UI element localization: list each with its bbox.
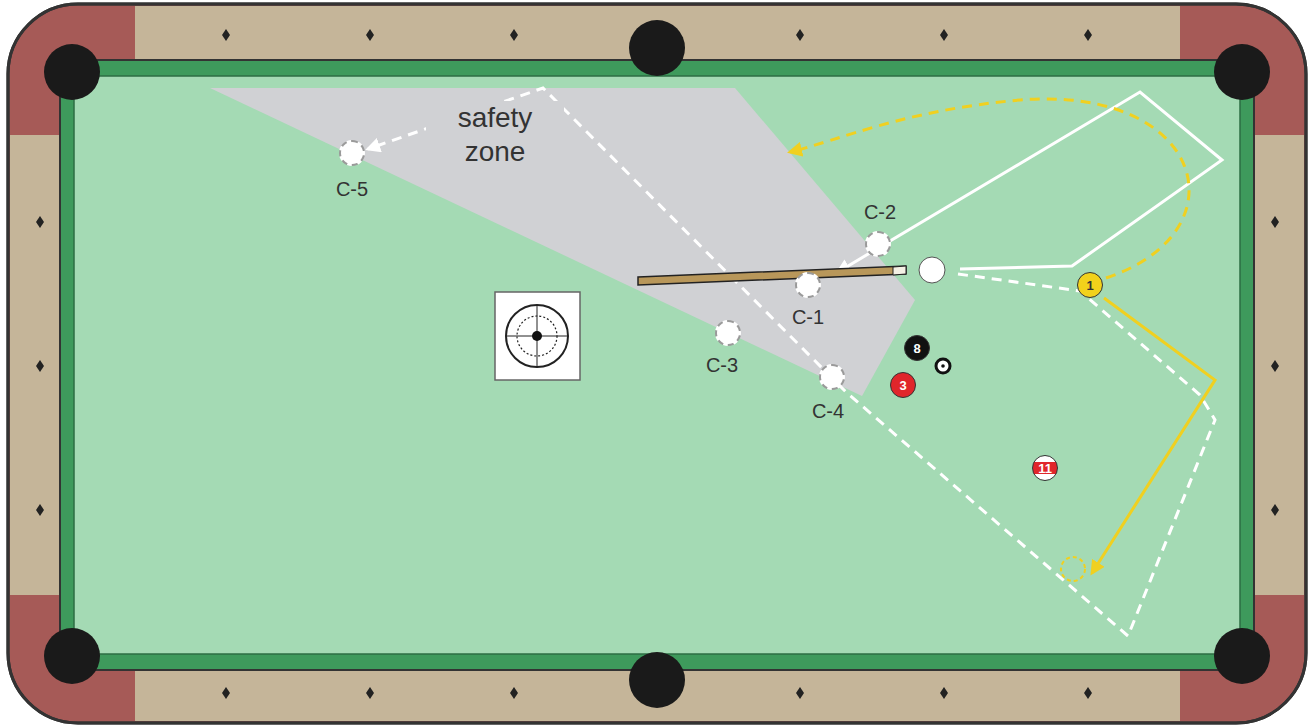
position-label: C-2 [864,202,896,222]
ball-number: 11 [1038,462,1052,475]
object-ball: 11 [1032,455,1058,481]
cushion [60,60,1254,670]
cue-tip [893,266,906,275]
object-ball: 8 [904,335,930,361]
ghost-cue-ball: C-3 [715,320,741,346]
ghost-cue-ball: C-2 [865,231,891,257]
ball-number: 3 [899,379,906,392]
position-label: C-4 [812,401,844,421]
position-label: C-1 [792,307,824,327]
cue-stick [638,266,906,285]
ball-number: 8 [913,342,920,355]
left-rail [10,135,65,595]
object-ball-path-solid [1092,298,1215,573]
contact-point-symbol [936,359,950,373]
cue-ball-path-solid [838,92,1222,272]
table-outline [8,4,1306,723]
zone-label: safety zone [426,101,564,169]
ghost-object-ball [1061,557,1085,581]
object-ball-path-dashed [790,99,1189,278]
contact-point-center [941,364,945,368]
object-ball: 1 [1077,272,1103,298]
ghost-cue-ball: C-1 [795,272,821,298]
target-icon [495,292,580,380]
right-rail [1250,135,1304,595]
table-frame [8,4,1306,723]
cue-ball [919,257,945,283]
felt [74,76,1240,654]
object-ball: 3 [890,372,916,398]
diamond-sights [36,29,1279,699]
position-label: C-3 [706,355,738,375]
cue-ball-path-dashed [368,88,1215,636]
safety-zone-region [210,88,915,396]
position-label: C-5 [336,179,368,199]
ball-number: 1 [1086,279,1093,292]
ghost-cue-ball: C-5 [339,140,365,166]
pockets [44,20,1270,708]
ghost-cue-ball: C-4 [819,364,845,390]
